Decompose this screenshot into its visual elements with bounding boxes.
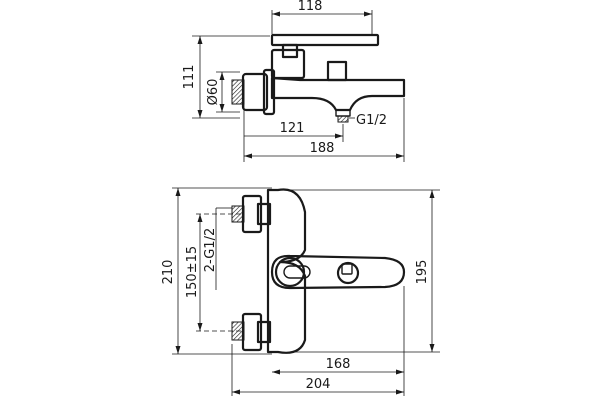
spout-body bbox=[270, 76, 406, 112]
upper-collar bbox=[256, 202, 272, 226]
lever-slot bbox=[283, 265, 311, 279]
inlet-thread bbox=[231, 79, 245, 105]
diverter-slot bbox=[341, 263, 353, 275]
dim-diameter: Ø60 bbox=[206, 79, 221, 106]
lower-collar bbox=[256, 320, 272, 344]
dim-168: 168 bbox=[326, 357, 351, 372]
dim-thread: G1/2 bbox=[356, 113, 387, 128]
lever-hub bbox=[274, 256, 306, 288]
front-lever bbox=[270, 254, 406, 290]
dim-188: 188 bbox=[310, 141, 335, 156]
dim-150: 150±15 bbox=[185, 246, 200, 298]
side-view: 118 111 Ø60 G1/2 121 188 bbox=[182, 0, 406, 162]
dim-inlet-thread: 2-G1/2 bbox=[203, 228, 218, 272]
mixer-body bbox=[266, 188, 307, 354]
dim-195: 195 bbox=[415, 260, 430, 285]
diverter-button bbox=[336, 261, 360, 285]
front-view: 210 150±15 2-G1/2 195 168 204 bbox=[161, 187, 440, 396]
outlet-thread bbox=[337, 115, 349, 123]
dim-204: 204 bbox=[306, 377, 331, 392]
dim-118: 118 bbox=[298, 0, 323, 14]
dim-111: 111 bbox=[182, 65, 197, 90]
cartridge-body bbox=[270, 48, 306, 80]
flange bbox=[262, 68, 276, 116]
lever-plate bbox=[270, 33, 380, 47]
diverter-knob bbox=[326, 60, 348, 82]
dim-121: 121 bbox=[280, 121, 305, 136]
dim-210: 210 bbox=[161, 260, 176, 285]
